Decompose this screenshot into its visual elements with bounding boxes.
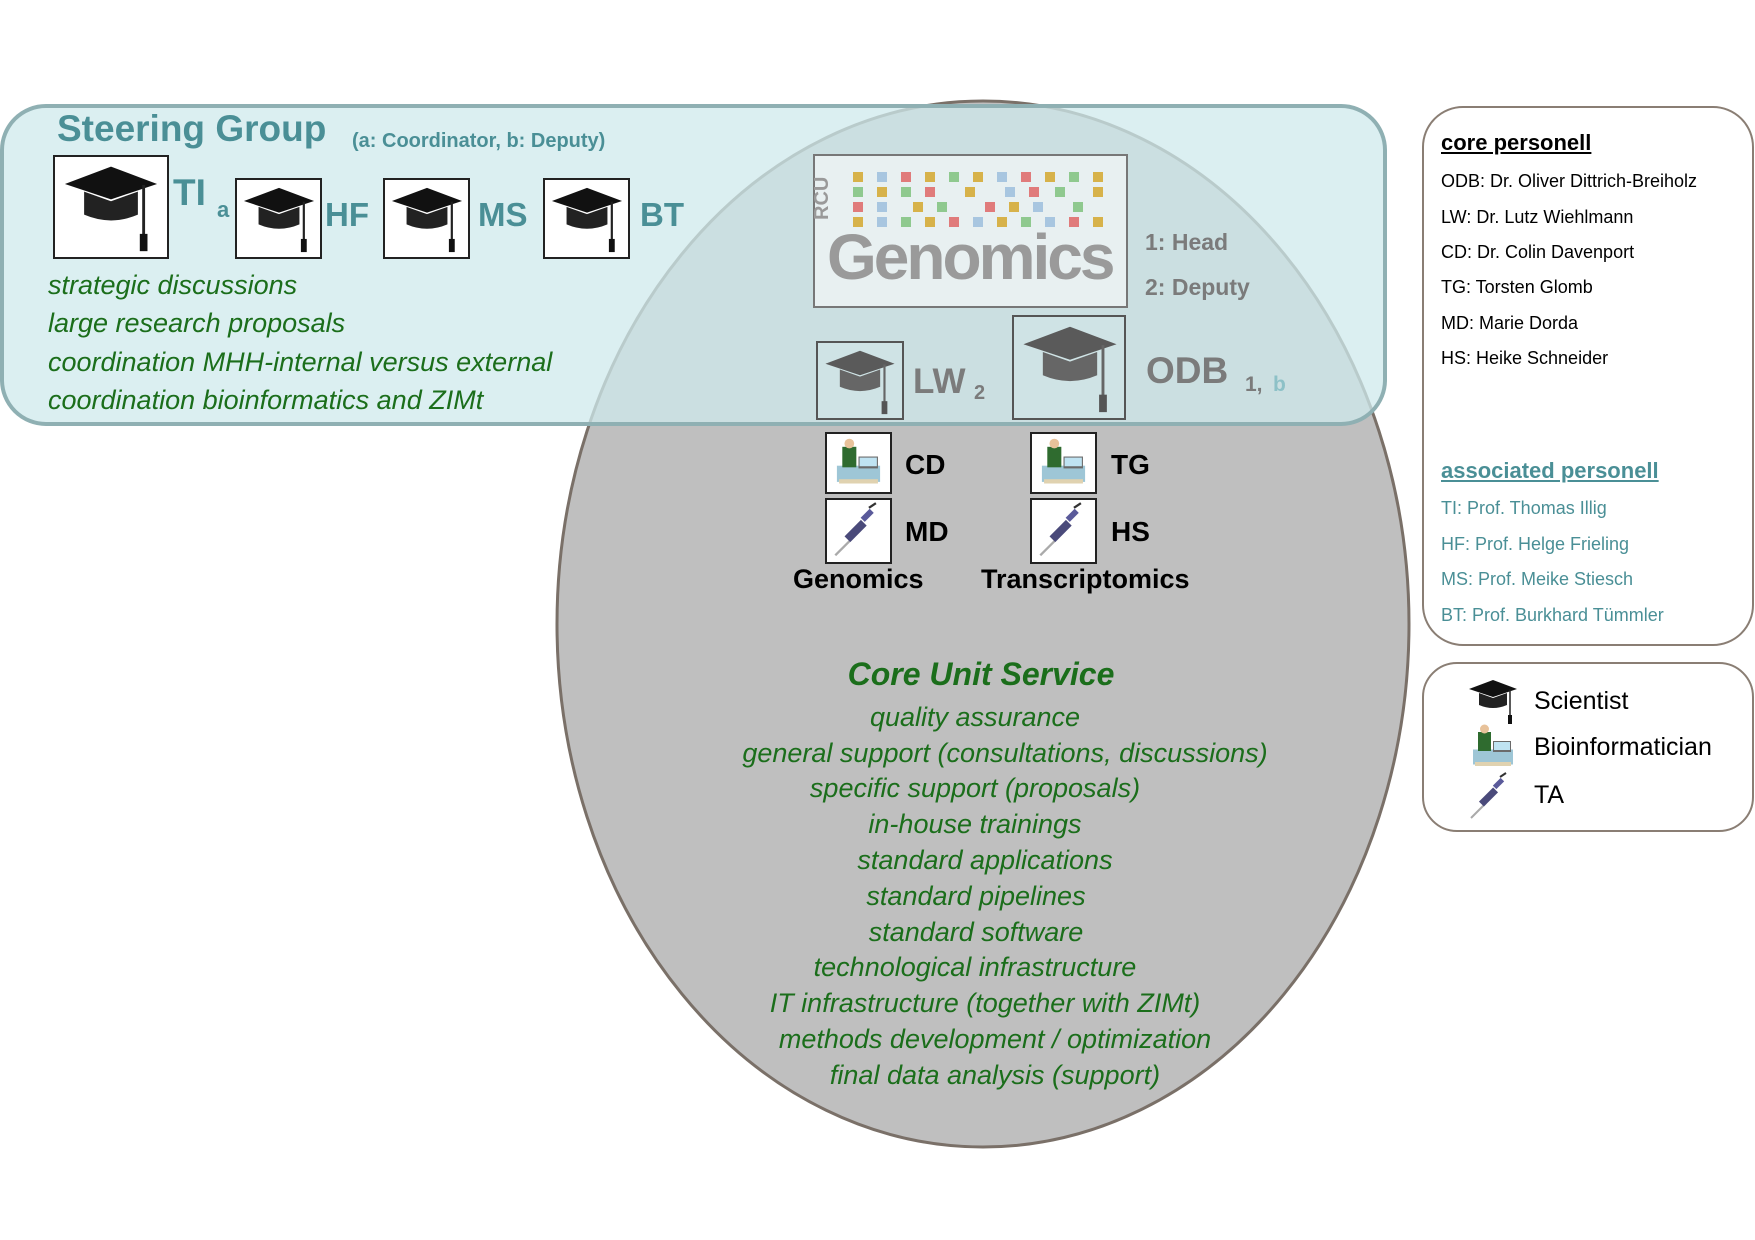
- core-personell-item: HS: Heike Schneider: [1441, 348, 1609, 368]
- staff-code-hs: HS: [1111, 516, 1150, 547]
- associated-personell-title: associated personell: [1441, 458, 1659, 483]
- member-code-bt: BT: [640, 196, 684, 233]
- core-personell-title: core personell: [1441, 130, 1592, 155]
- head-code-odb: ODB: [1146, 350, 1229, 391]
- group-label-genomics: Genomics: [793, 564, 924, 594]
- steering-group-title: Steering Group: [57, 108, 327, 149]
- staff-code-md: MD: [905, 516, 949, 547]
- legend-bioinformatician-icon: [1462, 722, 1524, 772]
- associated-personell-item: TI: Prof. Thomas Illig: [1441, 498, 1607, 518]
- pipette-icon: [825, 498, 892, 564]
- service-item: standard software: [868, 917, 1084, 947]
- role-head-label: 1: Head: [1145, 229, 1229, 255]
- logo-genomics-text: Genomics: [827, 221, 1115, 293]
- rcu-genomics-logo: RCU Genomics: [811, 154, 1128, 308]
- role-deputy-label: 2: Deputy: [1145, 274, 1250, 300]
- member-sub-ti: a: [217, 197, 230, 222]
- head-code-lw: LW: [913, 362, 966, 401]
- scientist-icon: [543, 178, 630, 259]
- service-item: standard applications: [857, 845, 1113, 875]
- associated-personell-item: BT: Prof. Burkhard Tümmler: [1441, 605, 1664, 625]
- member-code-hf: HF: [325, 196, 369, 233]
- service-item: specific support (proposals): [809, 773, 1141, 803]
- bioinformatician-icon: [1030, 432, 1097, 494]
- scientist-icon: [235, 178, 322, 259]
- staff-code-cd: CD: [905, 449, 946, 480]
- scientist-icon: [816, 341, 904, 420]
- legend-bioinformatician-label: Bioinformatician: [1534, 733, 1712, 761]
- service-item: in-house trainings: [868, 809, 1082, 839]
- core-personell-item: CD: Dr. Colin Davenport: [1441, 242, 1635, 262]
- legend-scientist-label: Scientist: [1534, 687, 1629, 715]
- associated-personell-item: HF: Prof. Helge Frieling: [1441, 534, 1630, 554]
- service-item: technological infrastructure: [813, 952, 1137, 982]
- scientist-icon: [53, 155, 169, 259]
- sequence-letters-graphic: [853, 172, 1103, 227]
- service-item: standard pipelines: [866, 881, 1086, 911]
- service-item: IT infrastructure (together with ZIMt): [769, 988, 1201, 1018]
- service-item: general support (consultations, discussi…: [742, 738, 1268, 768]
- steering-task: strategic discussions: [48, 270, 298, 300]
- logo-rcu-text: RCU: [811, 176, 833, 220]
- steering-task: coordination bioinformatics and ZIMt: [48, 385, 484, 415]
- core-personell-item: MD: Marie Dorda: [1441, 313, 1579, 333]
- legend-ta-label: TA: [1534, 781, 1565, 809]
- legend-ta-icon: [1466, 772, 1516, 822]
- member-code-ms: MS: [478, 196, 528, 233]
- associated-personell-item: MS: Prof. Meike Stiesch: [1441, 569, 1634, 589]
- steering-group-subtitle: (a: Coordinator, b: Deputy): [352, 130, 606, 152]
- core-personell-item: TG: Torsten Glomb: [1441, 277, 1593, 297]
- head-sub-odb-deputy: b: [1273, 373, 1286, 396]
- core-personell-item: LW: Dr. Lutz Wiehlmann: [1441, 207, 1634, 227]
- scientist-icon: [1012, 315, 1126, 420]
- member-code-ti: TI: [173, 172, 206, 213]
- head-sub-lw: 2: [974, 382, 986, 404]
- service-item: methods development / optimization: [778, 1024, 1212, 1054]
- core-personell-box: [1422, 106, 1754, 646]
- steering-task: coordination MHH-internal versus externa…: [48, 347, 553, 377]
- scientist-icon: [383, 178, 470, 259]
- group-label-transcriptomics: Transcriptomics: [981, 564, 1190, 594]
- head-sub-odb: 1,: [1245, 373, 1263, 396]
- legend-scientist-icon: [1460, 676, 1526, 726]
- staff-code-tg: TG: [1111, 449, 1150, 480]
- service-item: final data analysis (support): [829, 1060, 1161, 1090]
- steering-task: large research proposals: [48, 308, 346, 338]
- service-title: Core Unit Service: [847, 656, 1115, 692]
- pipette-icon: [1030, 498, 1097, 564]
- bioinformatician-icon: [825, 432, 892, 494]
- service-item: quality assurance: [869, 702, 1081, 732]
- core-personell-item: ODB: Dr. Oliver Dittrich-Breiholz: [1441, 171, 1698, 191]
